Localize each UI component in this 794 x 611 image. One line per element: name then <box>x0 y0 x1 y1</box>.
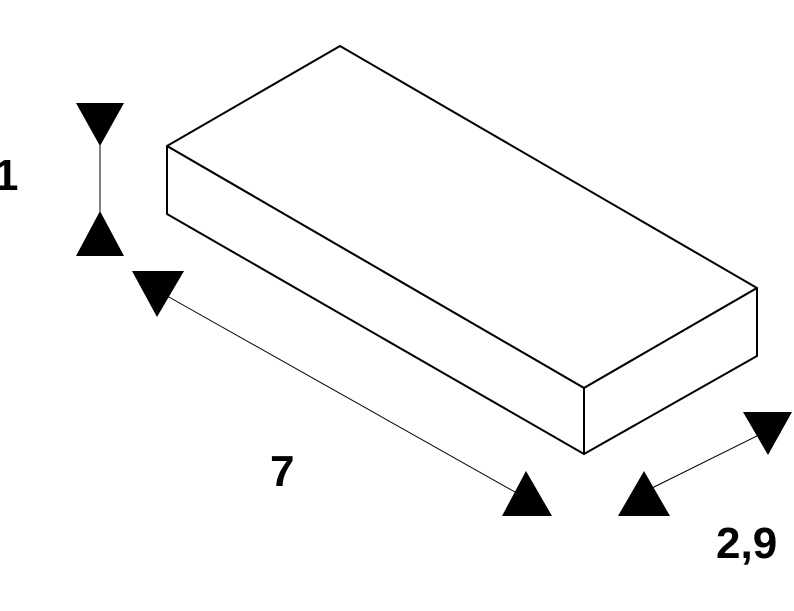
length-arrow-end <box>502 471 552 516</box>
width-dimension-line <box>641 430 768 494</box>
width-label: 2,9 <box>716 519 777 568</box>
length-arrow-start <box>132 271 184 317</box>
height-label: 1 <box>0 151 18 200</box>
height-arrow-bottom <box>76 211 124 256</box>
width-arrow-start <box>618 471 670 516</box>
length-label: 7 <box>270 447 294 496</box>
length-dimension-line <box>159 291 523 497</box>
box-shape <box>166 45 758 455</box>
height-dimension: 1 <box>0 103 124 256</box>
height-arrow-top <box>76 103 124 146</box>
width-dimension: 2,9 <box>618 412 792 568</box>
box-end-face <box>583 287 758 455</box>
width-arrow-end <box>743 412 792 455</box>
length-dimension: 7 <box>132 271 552 516</box>
